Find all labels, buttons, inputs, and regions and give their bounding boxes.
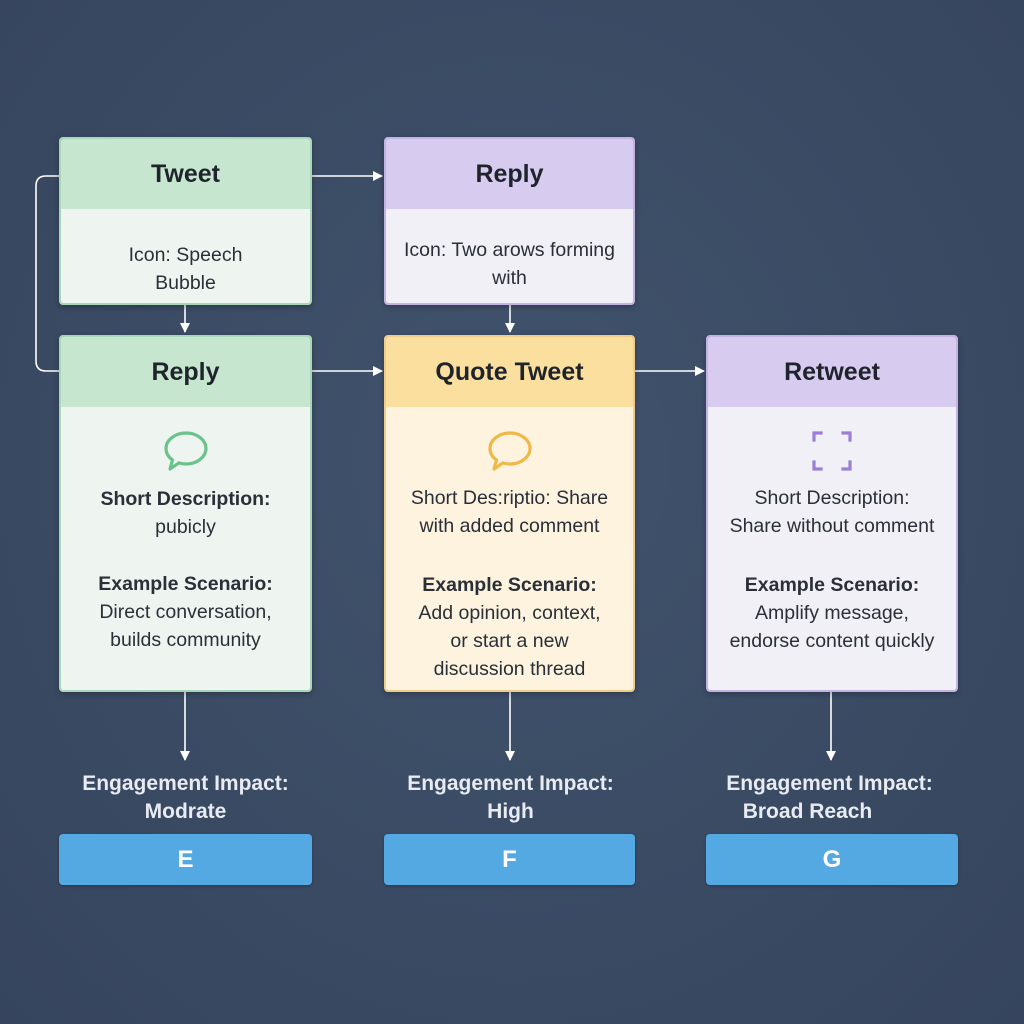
- speech-bubble-icon: [487, 431, 532, 471]
- quote-scenario-label: Example Scenario:: [422, 574, 597, 596]
- quote-tweet-card: Quote Tweet Short Des:riptio: Share with…: [384, 335, 635, 692]
- quote-tweet-card-title: Quote Tweet: [386, 337, 633, 407]
- retweet-scenario-line1: Amplify message,: [755, 602, 909, 624]
- quote-desc-line1: Short Des:riptio: Share: [410, 487, 609, 509]
- reply-desc-text: pubicly: [155, 516, 216, 538]
- tweet-card-title: Tweet: [61, 139, 310, 209]
- reply-card: Reply Short Description: pubicly Example…: [59, 335, 312, 692]
- impact-retweet: Engagement Impact: Broad Reach: [703, 770, 956, 826]
- impact-quote-tweet: Engagement Impact: High: [384, 770, 637, 826]
- retweet-card: Retweet Short Description: Share without…: [706, 335, 958, 692]
- impact-quote-value: High: [487, 800, 534, 823]
- quote-tweet-card-body: Short Des:riptio: Share with added comme…: [386, 407, 633, 690]
- quote-desc-line2: with added comment: [419, 515, 600, 537]
- impact-reply-label: Engagement Impact:: [82, 772, 289, 795]
- reply-top-card-title: Reply: [386, 139, 633, 209]
- reply-top-card-line2: with: [492, 267, 527, 289]
- retweet-scenario-line2: endorse content quickly: [729, 630, 935, 652]
- retweet-scenario-label: Example Scenario:: [744, 574, 920, 596]
- label-button-e[interactable]: E: [59, 834, 312, 885]
- reply-card-title: Reply: [61, 337, 310, 407]
- impact-retweet-value: Broad Reach: [742, 800, 873, 823]
- dashed-square-icon: [812, 431, 852, 471]
- tweet-card-line1: Icon: Speech: [128, 244, 243, 266]
- retweet-card-body: Short Description: Share without comment…: [708, 407, 956, 690]
- label-button-f[interactable]: F: [384, 834, 635, 885]
- retweet-desc-line2: Share without comment: [729, 515, 935, 537]
- quote-scenario-line3: discussion thread: [433, 658, 586, 680]
- reply-top-card: Reply Icon: Two arows forming with: [384, 137, 635, 305]
- reply-card-body: Short Description: pubicly Example Scena…: [61, 407, 310, 690]
- impact-quote-label: Engagement Impact:: [407, 772, 614, 795]
- retweet-desc-line1: Short Description:: [754, 487, 910, 509]
- impact-reply: Engagement Impact: Modrate: [59, 770, 312, 826]
- reply-desc-label: Short Description:: [100, 488, 271, 510]
- loop-tweet-to-reply: [35, 175, 59, 372]
- reply-scenario-line1: Direct conversation,: [99, 601, 272, 623]
- reply-scenario-label: Example Scenario:: [98, 573, 273, 595]
- reply-top-card-body: Icon: Two arows forming with: [386, 209, 633, 303]
- reply-top-card-line1: Icon: Two arows forming: [404, 239, 615, 261]
- reply-scenario-line2: builds community: [110, 629, 261, 651]
- label-button-g[interactable]: G: [706, 834, 958, 885]
- quote-scenario-line1: Add opinion, context,: [418, 602, 601, 624]
- impact-retweet-label: Engagement Impact:: [726, 772, 933, 795]
- tweet-card-body: Icon: Speech Bubble: [61, 209, 310, 303]
- impact-reply-value: Modrate: [144, 800, 227, 823]
- speech-bubble-icon: [163, 431, 208, 471]
- tweet-card-line2: Bubble: [155, 272, 216, 294]
- retweet-card-title: Retweet: [708, 337, 956, 407]
- tweet-card: Tweet Icon: Speech Bubble: [59, 137, 312, 305]
- quote-scenario-line2: or start a new: [450, 630, 569, 652]
